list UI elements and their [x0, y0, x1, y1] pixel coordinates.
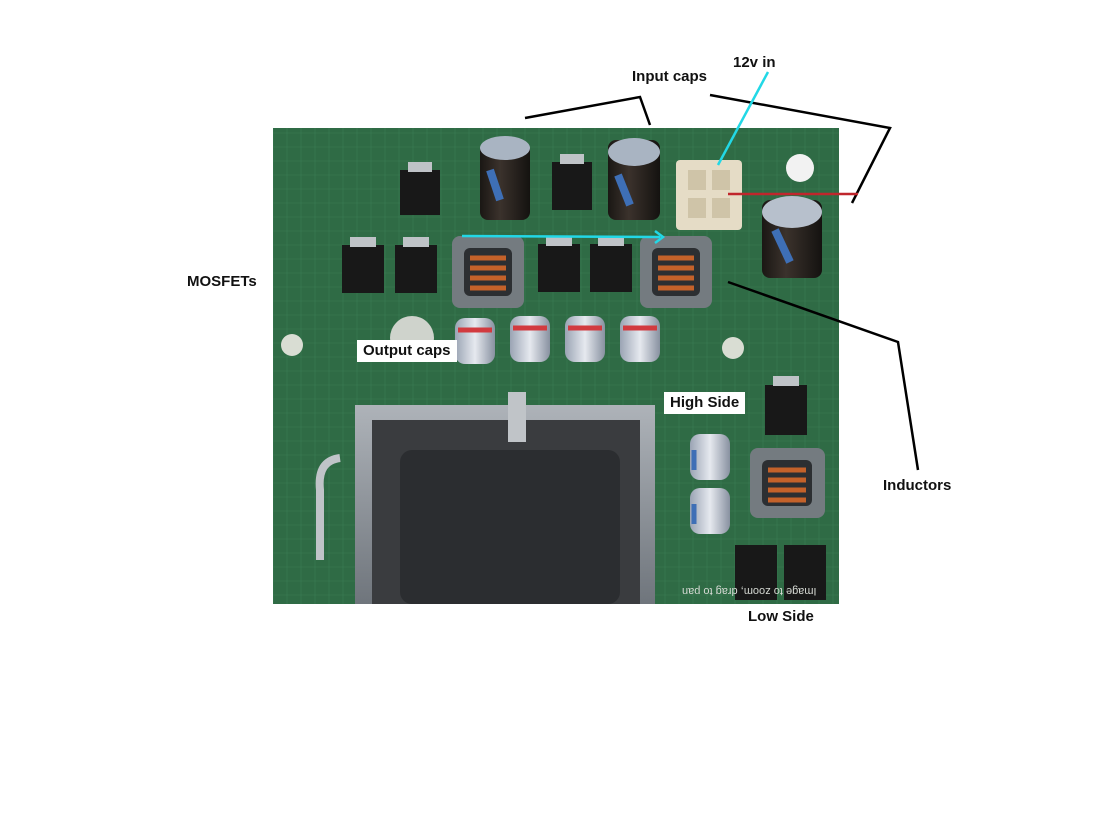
label-12v-in: 12v in: [733, 54, 776, 71]
label-output-caps: Output caps: [357, 340, 457, 362]
annotation-lines: [461, 71, 920, 471]
inductors-leader: [727, 280, 920, 471]
mounting-hole: [722, 337, 744, 359]
input-caps-leader: [524, 95, 652, 126]
power-connector-12v: [676, 160, 742, 230]
inductors: [452, 236, 825, 518]
pan-hint-text: Image to zoom, drag to pan: [682, 585, 817, 597]
label-low-side: Low Side: [748, 608, 814, 625]
led-indicator: [786, 154, 814, 182]
input-caps-leader-right: [709, 93, 892, 204]
label-inductors: Inductors: [883, 477, 952, 494]
pan-hint-bar: Image to zoom, drag to pan: [682, 585, 817, 597]
mosfet-group-right: [735, 376, 826, 600]
label-high-side: High Side: [664, 392, 746, 414]
label-mosfets: MOSFETs: [187, 273, 257, 290]
motherboard-photo: Image to zoom, drag to pan: [273, 128, 839, 604]
label-input-caps: Input caps: [632, 68, 708, 85]
cyan-arrow-head: [654, 230, 666, 244]
mounting-hole: [281, 334, 303, 356]
cpu-socket: [315, 392, 655, 604]
input-capacitors: [480, 136, 822, 278]
mosfet-group-middle: [342, 236, 632, 293]
cyan-12v-leader: [716, 71, 770, 166]
mosfet-group-top: [400, 154, 592, 215]
output-capacitors: [455, 316, 730, 534]
cyan-power-path: [461, 234, 661, 239]
